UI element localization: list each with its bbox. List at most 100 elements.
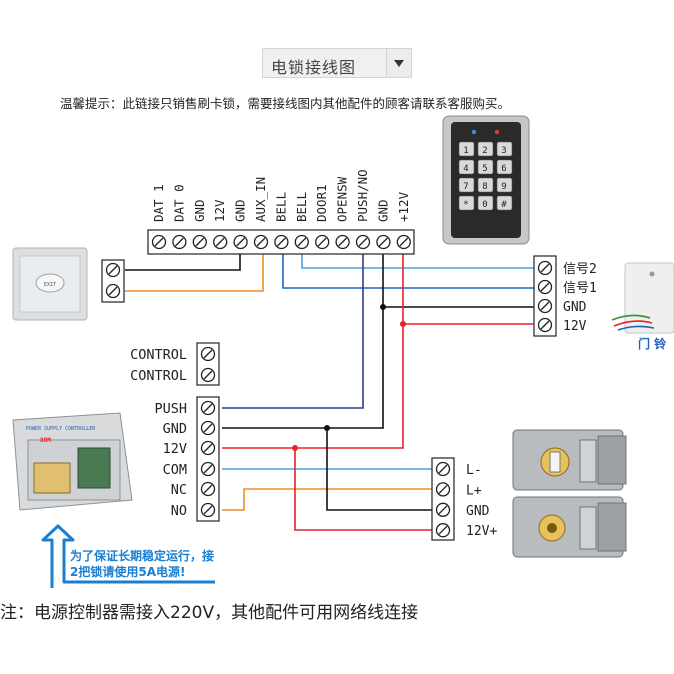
diagram-title-tab[interactable]: 电锁接线图: [262, 48, 412, 78]
controller-terminal-13: [396, 234, 411, 250]
svg-text:5: 5: [482, 164, 487, 174]
svg-text:XOM: XOM: [40, 437, 51, 444]
controller-terminal-6: [253, 234, 269, 250]
controller-terminal-9: [315, 234, 330, 250]
power-supply-terminal-8: [200, 502, 216, 518]
exit-terminal-1: [105, 262, 121, 278]
exit-button-terminal-strip: [101, 259, 125, 303]
wire-lock-12v: [294, 448, 442, 531]
controller-terminal-label: PUSH/NO: [355, 169, 370, 222]
lock-terminal-label: L+: [466, 483, 482, 498]
lock-terminal-1: [435, 461, 451, 477]
wire-12v-red: [222, 250, 404, 449]
wire-bell-lightblue: [301, 250, 536, 269]
doorbell-terminal-label: 信号1: [563, 281, 597, 296]
controller-terminal-label: DOOR1: [314, 184, 329, 222]
wire-bell-blue: [282, 250, 536, 289]
doorbell-device: [611, 262, 674, 334]
wire-lock-gnd: [326, 428, 442, 511]
doorbell-terminal-2: [537, 279, 553, 295]
power-note-line1: 为了保证长期稳定运行，接: [70, 548, 214, 563]
controller-terminal-label: OPENSW: [335, 176, 350, 222]
power-supply-terminal-label: COM: [163, 462, 187, 478]
exit-button-device: EXIT: [12, 247, 88, 321]
controller-terminal-label: DAT 1: [151, 184, 166, 222]
doorbell-terminal-3: [537, 298, 553, 314]
wire-gnd-black: [222, 250, 384, 429]
svg-text:*: *: [463, 200, 468, 210]
controller-terminal-label: GND: [192, 199, 207, 222]
controller-terminal-label: DAT 0: [171, 184, 186, 222]
controller-terminal-3: [192, 234, 207, 250]
lock-terminal-label: L-: [466, 463, 482, 478]
svg-text:#: #: [501, 200, 507, 210]
svg-text:9: 9: [501, 182, 506, 192]
wires: [125, 250, 536, 531]
doorbell-terminal-4: [537, 317, 553, 333]
controller-terminal-7: [274, 234, 289, 250]
wire-exit-black: [125, 250, 241, 271]
controller-terminal-12: [376, 234, 391, 250]
footer-note: 注：电源控制器需接入220V，其他配件可用网络线连接: [0, 603, 419, 623]
power-supply-terminal-label: NC: [171, 482, 187, 498]
power-supply-terminal-5: [200, 440, 216, 456]
power-supply-terminal-label: GND: [163, 421, 187, 437]
note-arrow-icon: [41, 524, 215, 588]
svg-text:6: 6: [501, 164, 506, 174]
svg-text:2: 2: [482, 146, 487, 156]
controller-terminal-label: BELL: [294, 192, 309, 222]
power-supply-controller-device: POWER SUPPLY CONTROLLER XOM: [12, 412, 133, 511]
lock-terminal-2: [435, 482, 451, 497]
svg-text:7: 7: [463, 182, 468, 192]
controller-terminal-1: [151, 234, 167, 250]
power-supply-terminal-1: [200, 346, 216, 362]
controller-terminal-11: [355, 234, 371, 250]
wire-no-orange: [222, 488, 442, 511]
power-supply-terminal-label: PUSH: [154, 401, 187, 417]
controller-terminal-4: [213, 234, 228, 250]
lock-terminal-label: 12V+: [466, 524, 497, 539]
power-supply-panel-text: POWER SUPPLY CONTROLLER: [26, 426, 96, 432]
svg-text:0: 0: [482, 200, 487, 210]
power-supply-terminal-2: [200, 367, 216, 383]
power-supply-terminal-label: 12V: [163, 441, 187, 457]
power-supply-terminal-6: [200, 461, 216, 477]
chevron-down-icon[interactable]: [386, 49, 411, 77]
power-note-line2: 2把锁请使用5A电源!: [70, 564, 185, 579]
electric-lock-device: [512, 429, 627, 558]
power-supply-terminal-4: [200, 420, 216, 436]
svg-text:3: 3: [501, 146, 506, 156]
lock-terminal-4: [435, 523, 451, 538]
wire-junctions: [292, 304, 406, 451]
controller-terminal-label: GND: [375, 199, 390, 222]
exit-terminal-2: [105, 283, 121, 299]
lock-terminal-3: [435, 502, 451, 517]
controller-terminal-5: [233, 234, 248, 250]
wire-push-navy: [222, 250, 364, 409]
controller-terminal-10: [335, 234, 350, 250]
controller-terminal-label: 12V: [212, 199, 227, 222]
doorbell-terminal-label: GND: [563, 300, 587, 315]
doorbell-terminal-label: 信号2: [563, 262, 597, 277]
controller-terminal-label: +12V: [396, 191, 411, 222]
controller-terminal-8: [294, 234, 309, 250]
svg-text:EXIT: EXIT: [44, 282, 56, 288]
controller-terminal-label: AUX_IN: [253, 177, 268, 222]
power-supply-terminal-label: CONTROL: [130, 347, 187, 363]
power-supply-terminal-label: CONTROL: [130, 368, 187, 384]
svg-text:8: 8: [482, 182, 487, 192]
controller-terminal-strip: DAT 1 DAT 0 GND 12V GND AUX_IN BELL BELL DOOR1 OP…: [147, 169, 415, 255]
doorbell-label: 门 铃: [638, 336, 667, 351]
controller-terminal-label: BELL: [273, 192, 288, 222]
purchase-notice: 温馨提示：此链接只销售刷卡锁，需要接线图内其他配件的顾客请联系客服购买。: [60, 96, 511, 111]
svg-text:4: 4: [463, 164, 468, 174]
power-supply-terminal-7: [200, 481, 216, 497]
diagram-title: 电锁接线图: [271, 58, 357, 77]
controller-terminal-2: [172, 234, 187, 250]
